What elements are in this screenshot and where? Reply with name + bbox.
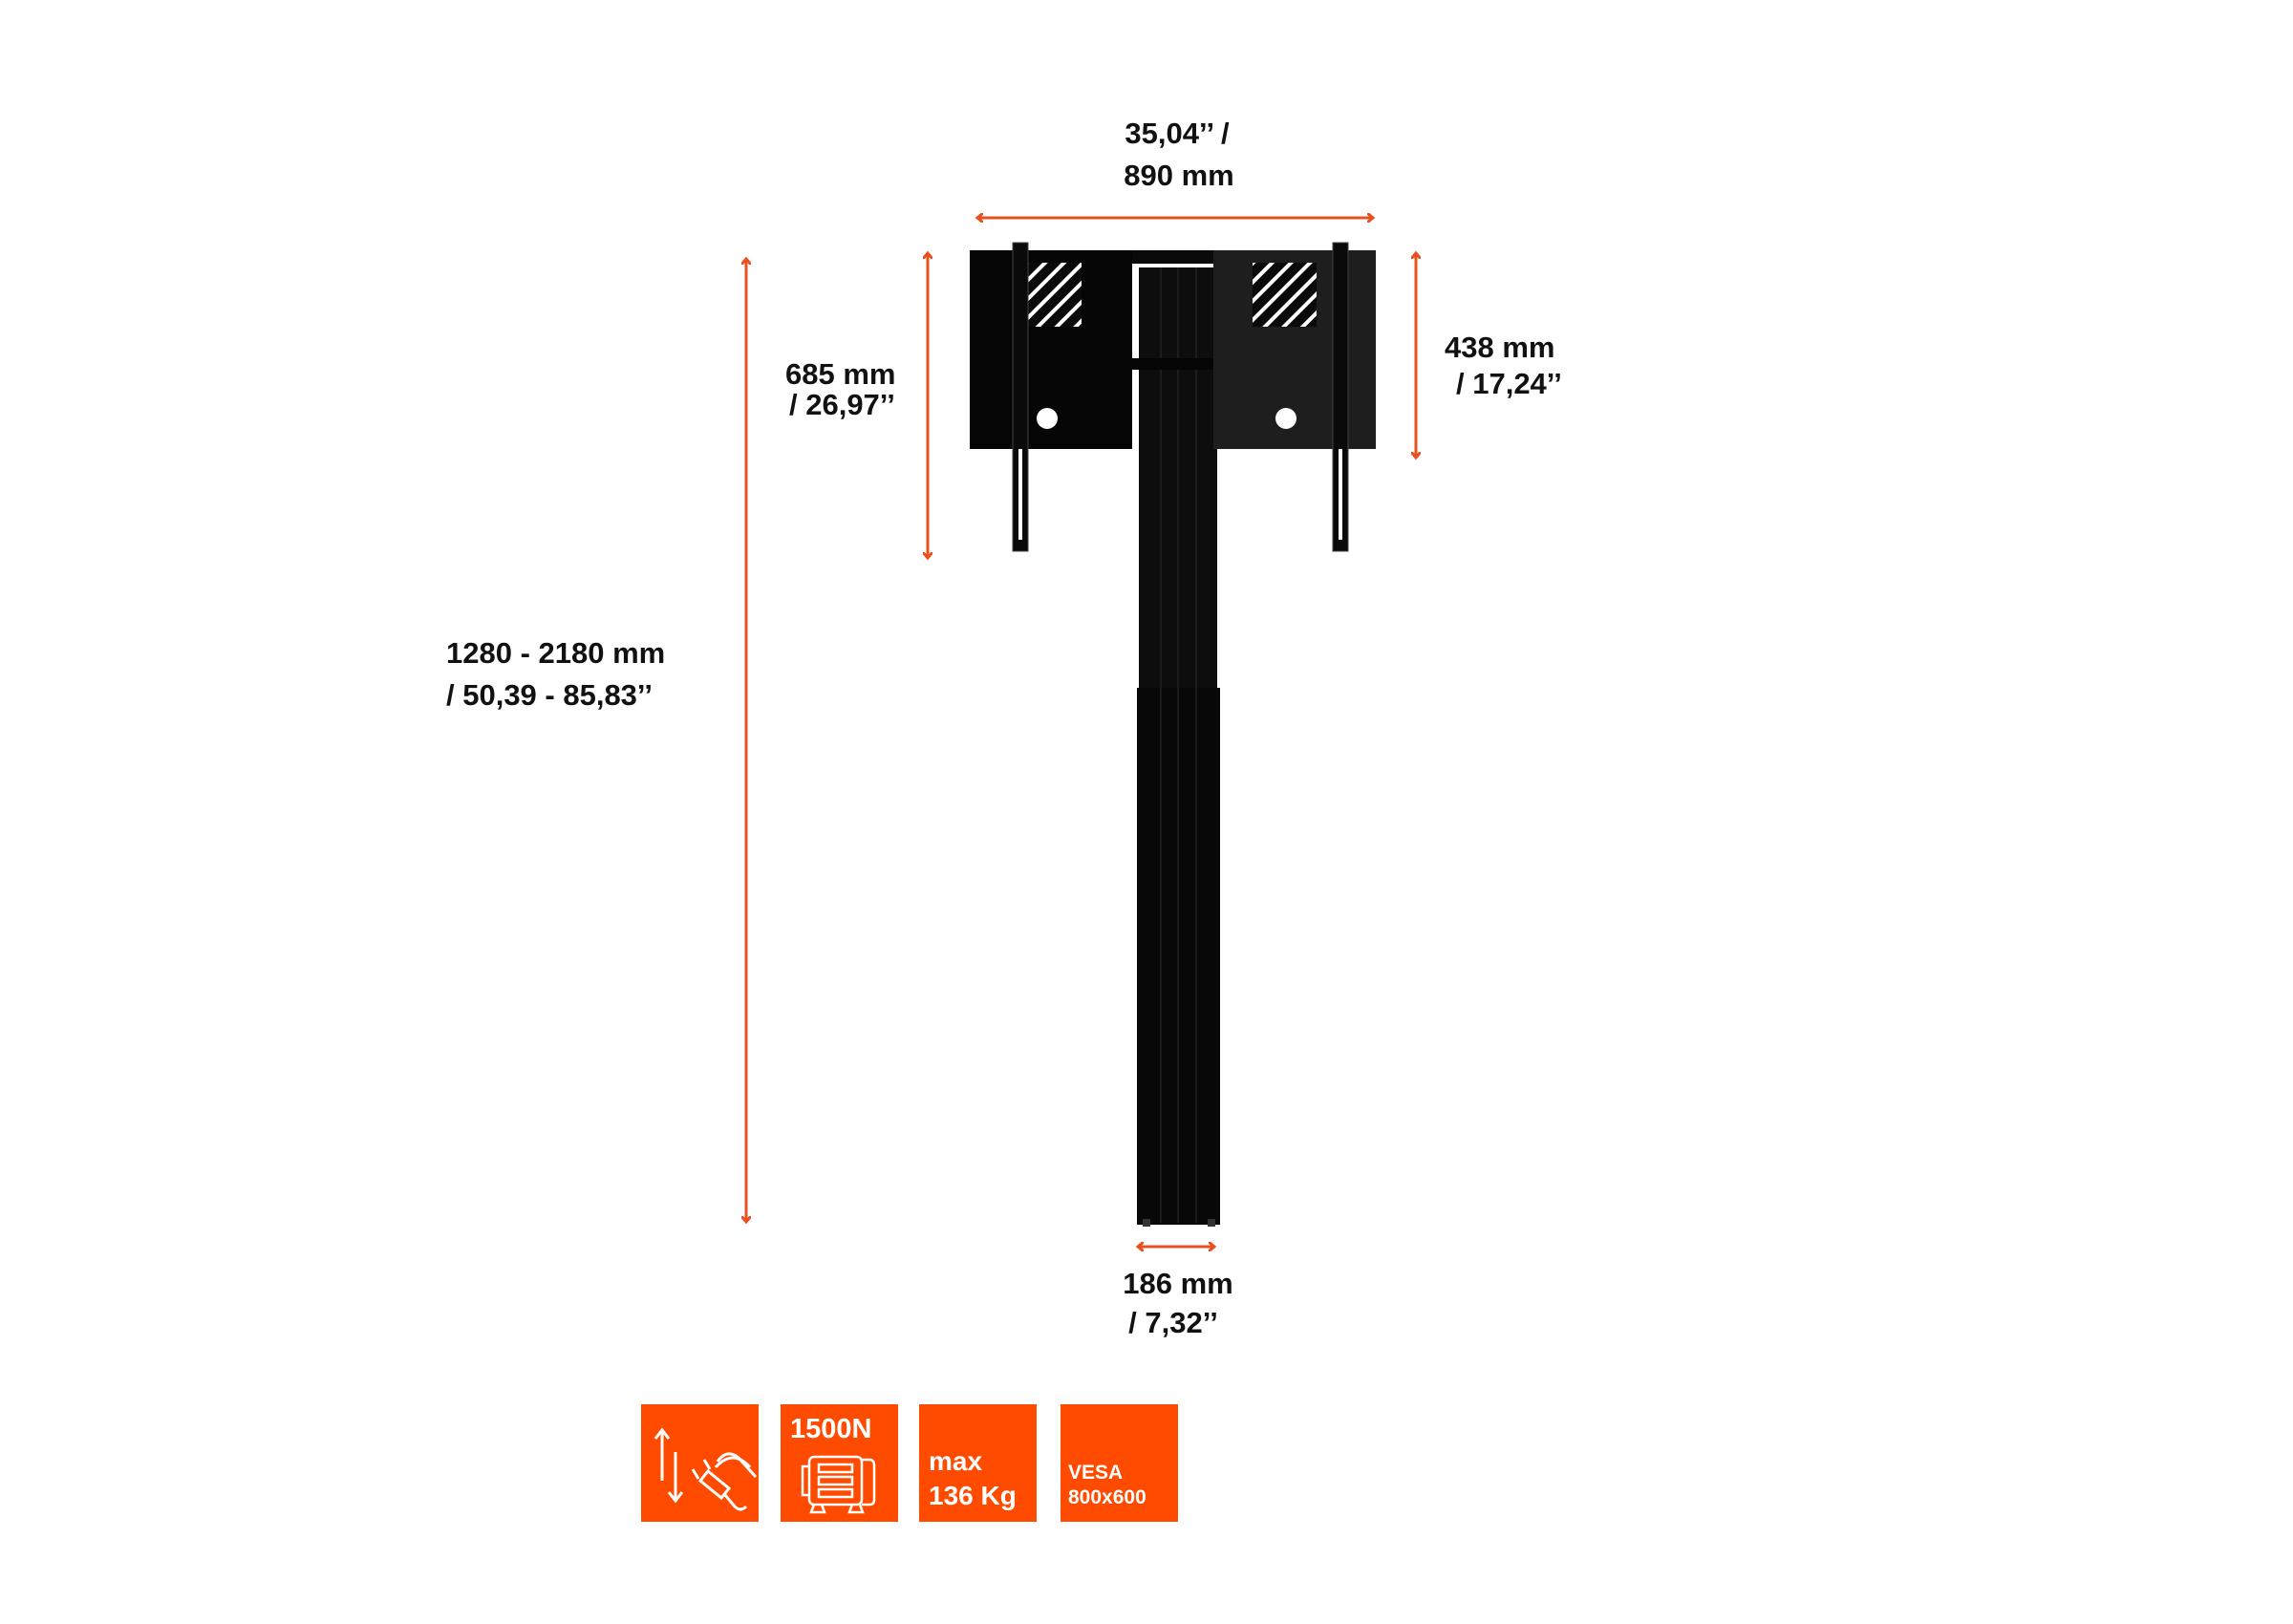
column-width-label-2: / 7,32’’: [1128, 1306, 1218, 1339]
plate-height-label-2: / 17,24’’: [1456, 367, 1562, 400]
width-label-1: 35,04’’ /: [1125, 117, 1230, 150]
lift-column: [1137, 267, 1220, 1227]
badge-max-load: max 136 Kg: [919, 1404, 1037, 1522]
motor-icon: [801, 1455, 876, 1514]
bracket-height-label-1: 685 mm: [785, 357, 896, 391]
badge-motor-force: 1500N: [781, 1404, 898, 1522]
width-label-2: 890 mm: [1124, 159, 1234, 192]
force-label: 1500N: [790, 1414, 872, 1444]
load-label: 136 Kg: [929, 1481, 1017, 1510]
badge-electric-lift: [641, 1404, 759, 1522]
height-range-label-2: / 50,39 - 85,83’’: [446, 678, 654, 712]
plate-height-label-1: 438 mm: [1445, 331, 1555, 364]
bracket-height-label-2: / 26,97’’: [789, 388, 895, 421]
vesa-size-label: 800x600: [1068, 1486, 1146, 1508]
column-width-label-1: 186 mm: [1123, 1267, 1233, 1300]
mounting-plate: [970, 242, 1376, 552]
electric-lift-plug-icon: [654, 1427, 758, 1511]
height-range-label-1: 1280 - 2180 mm: [446, 636, 666, 670]
badge-vesa: VESA 800x600: [1061, 1404, 1178, 1522]
max-label: max: [929, 1446, 983, 1476]
vesa-label: VESA: [1068, 1462, 1124, 1484]
